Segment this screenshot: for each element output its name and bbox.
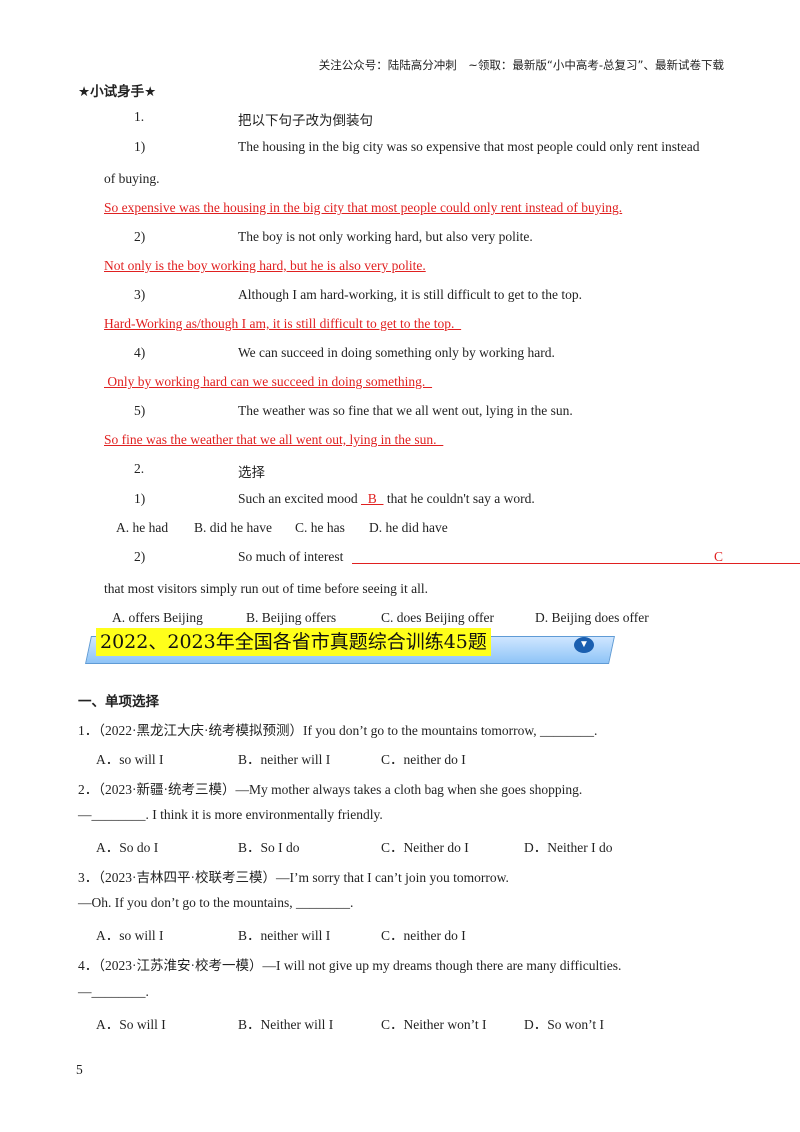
option: C. he has [295,520,345,535]
item-number: 3) [134,287,146,302]
question-stem: 2．（2023·新疆·统考三模）—My mother always takes … [78,782,583,797]
option: A. offers Beijing [112,610,203,625]
item-number: 5) [134,403,146,418]
mc-number: 2) [134,549,146,564]
option: A．so will I [96,752,164,767]
mc-question-before: Such an excited mood [238,491,361,506]
option: C. does Beijing offer [381,610,494,625]
question-stem-cont: —________. I think it is more environmen… [78,807,383,822]
header-note: 关注公众号：陆陆高分冲刺 ~领取：最新版“小中高考-总复习”、最新试卷下载 [318,58,724,72]
part2-number: 2. [134,461,145,476]
page-number: 5 [76,1062,83,1077]
option: B．neither will I [238,752,331,767]
part1-instruction: 把以下句子改为倒装句 [238,113,373,128]
part1-number: 1. [134,109,145,124]
option: D．Neither I do [524,840,613,855]
item-question: The weather was so fine that we all went… [238,403,573,418]
item-answer: Hard-Working as/though I am, it is still… [104,316,462,331]
mc-question: Such an excited mood B that he couldn't … [238,491,535,507]
mc-answer-blank: B [360,491,384,506]
option: B. did he have [194,520,272,535]
item-question: The boy is not only working hard, but al… [238,229,533,244]
option: A．So will I [96,1017,166,1032]
chevron-down-icon[interactable]: ▼ [574,637,594,653]
question-stem: 1．（2022·黑龙江大庆·统考模拟预测）If you don’t go to … [78,723,598,738]
mc-question-after: that he couldn't say a word. [383,491,535,506]
option: C．Neither do I [381,840,469,855]
option: B．neither will I [238,928,331,943]
item-question-cont: of buying. [104,171,160,186]
item-number: 1) [134,139,146,154]
option: A. he had [116,520,169,535]
option: D. he did have [369,520,448,535]
option: C．neither do I [381,752,466,767]
item-answer: So expensive was the housing in the big … [104,200,623,215]
mc-answer-blank: C [714,549,724,564]
answer-line [352,563,800,564]
item-question: Although I am hard-working, it is still … [238,287,582,302]
option: A．so will I [96,928,164,943]
option: D. Beijing does offer [535,610,649,625]
item-answer: Not only is the boy working hard, but he… [104,258,426,273]
item-number: 2) [134,229,146,244]
part2-instruction: 选择 [238,465,265,480]
option: A．So do I [96,840,159,855]
item-question: We can succeed in doing something only b… [238,345,555,360]
question-stem: 3．（2023·吉林四平·校联考三模）—I’m sorry that I can… [78,870,509,885]
item-number: 4) [134,345,146,360]
mc-question-cont: that most visitors simply run out of tim… [104,581,428,596]
item-question: The housing in the big city was so expen… [238,139,700,154]
item-answer: Only by working hard can we succeed in d… [104,374,433,389]
question-stem-cont: —________. [78,984,149,999]
section-title: 一、单项选择 [78,694,159,710]
option: B. Beijing offers [246,610,337,625]
option: C．Neither won’t I [381,1017,487,1032]
banner-title: 2022、2023年全国各省市真题综合训练45题 [96,628,491,656]
mc-number: 1) [134,491,146,506]
option: B．So I do [238,840,300,855]
option: C．neither do I [381,928,466,943]
item-answer: So fine was the weather that we all went… [104,432,444,447]
mc-question: So much of interest [238,549,344,564]
option: B．Neither will I [238,1017,334,1032]
question-stem-cont: —Oh. If you don’t go to the mountains, _… [78,895,354,910]
option: D．So won’t I [524,1017,605,1032]
question-stem: 4．（2023·江苏淮安·校考一模）—I will not give up my… [78,958,622,973]
section-title-try: ★小试身手★ [78,84,157,100]
section-banner: 2022、2023年全国各省市真题综合训练45题 ▼ [78,628,615,664]
